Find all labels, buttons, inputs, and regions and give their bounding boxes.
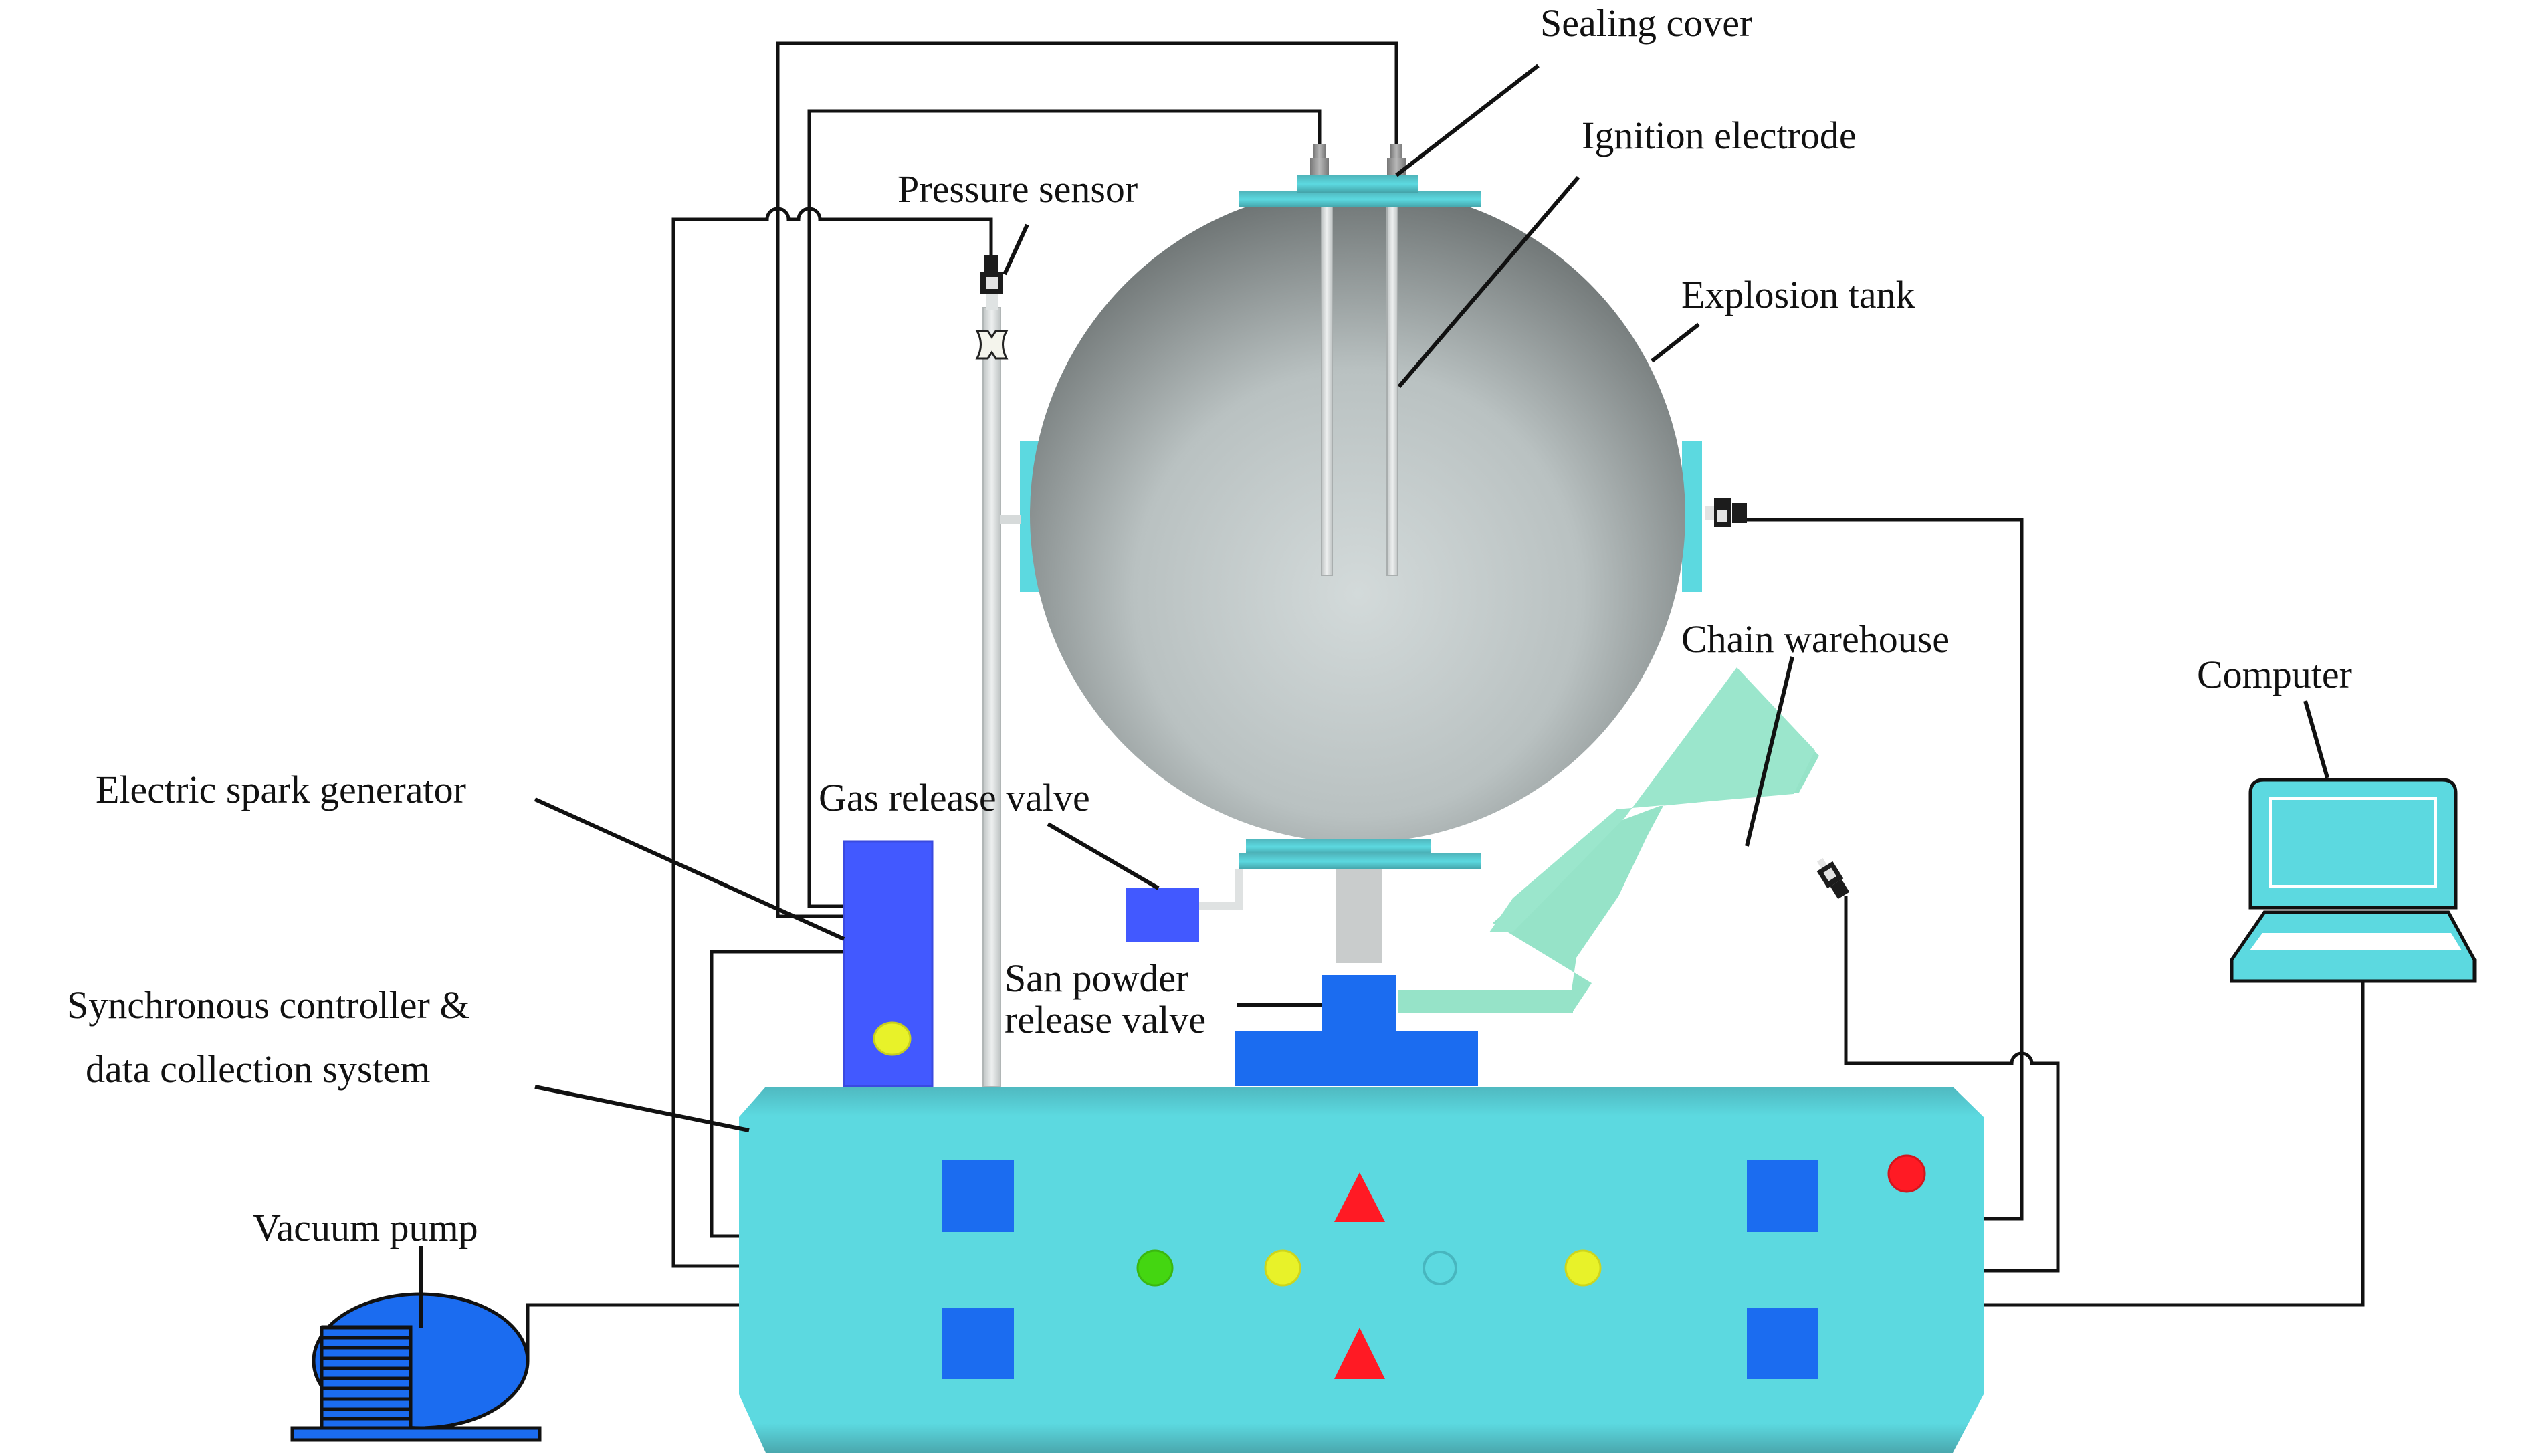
tank-bottom-flange-top <box>1246 839 1431 855</box>
tank-right-port <box>1682 441 1702 592</box>
controller-button-top-left[interactable] <box>942 1160 1014 1232</box>
wire-electrode-right <box>776 41 1398 918</box>
label-gas-release-valve: Gas release valve <box>819 776 1090 819</box>
pipe-valve-icon <box>975 330 1009 360</box>
wire-chain-sensor <box>1844 896 2060 1273</box>
wire-spark-controller <box>710 950 844 1238</box>
label-computer: Computer <box>2197 653 2352 696</box>
indicator-light-off <box>1423 1251 1457 1285</box>
cover-connector-left-top <box>1313 144 1326 159</box>
controller-button-top-right[interactable] <box>1747 1160 1818 1232</box>
wire-vacuum-pump <box>526 1303 739 1361</box>
wire-computer <box>1984 976 2365 1307</box>
sealing-cover-top <box>1297 175 1418 193</box>
tank-side-sensor <box>1705 498 1747 527</box>
indicator-light-green <box>1136 1249 1174 1287</box>
label-sealing-cover: Sealing cover <box>1540 1 1752 45</box>
indicator-light-yellow-1 <box>1264 1249 1301 1287</box>
laptop-screen <box>2248 778 2458 910</box>
controller-triangle-bottom <box>1334 1328 1385 1379</box>
label-electric-spark-generator: Electric spark generator <box>96 768 466 811</box>
label-synchronous-line2: data collection system <box>86 1047 430 1091</box>
synchronous-controller <box>739 1087 1984 1453</box>
label-san-powder-line2: release valve <box>1005 998 1206 1041</box>
chain-sensor <box>1816 858 1850 900</box>
indicator-light-yellow-2 <box>1564 1249 1602 1287</box>
label-explosion-tank: Explosion tank <box>1681 273 1915 316</box>
pressure-pipe <box>982 307 1001 1087</box>
vacuum-pump <box>290 1292 542 1442</box>
label-ignition-electrode: Ignition electrode <box>1582 114 1857 157</box>
wire-pressure-sensor <box>671 207 993 1268</box>
pressure-pipe-branch <box>1000 515 1021 524</box>
gas-release-valve <box>1126 869 1243 942</box>
label-pressure-sensor: Pressure sensor <box>898 167 1138 211</box>
label-san-powder-line1: San powder <box>1005 956 1188 1000</box>
controller-triangle-top <box>1334 1172 1385 1222</box>
san-powder-release-valve <box>1322 975 1396 1031</box>
explosion-tank <box>1020 144 1702 963</box>
cover-connector-right-top <box>1390 144 1402 159</box>
controller-button-bottom-right[interactable] <box>1747 1308 1818 1379</box>
label-synchronous-line1: Synchronous controller & <box>67 983 469 1027</box>
pressure-sensor-assembly <box>975 255 1021 1087</box>
spark-indicator-light <box>873 1021 912 1056</box>
electric-spark-generator <box>843 840 934 1087</box>
labels: Sealing cover Ignition electrode Pressur… <box>67 1 2352 1249</box>
wiring <box>526 41 2365 1361</box>
pump-base <box>290 1426 542 1442</box>
wire-electrode-left <box>807 109 1322 908</box>
controller-button-bottom-left[interactable] <box>942 1308 1014 1379</box>
tank-support-column <box>1336 869 1382 963</box>
tank-sphere <box>1030 187 1685 843</box>
san-powder-valve-base <box>1235 1031 1478 1086</box>
chain-feed-pipe <box>1398 990 1573 1013</box>
ignition-electrode-right <box>1386 203 1398 576</box>
wire-tank-sensor <box>1747 518 2024 1221</box>
chain-warehouse <box>1398 667 1850 1013</box>
label-vacuum-pump: Vacuum pump <box>253 1206 478 1249</box>
tank-bottom-flange <box>1239 853 1481 869</box>
cover-connector-left-base <box>1310 158 1329 175</box>
controller-body <box>739 1087 1984 1453</box>
label-chain-warehouse: Chain warehouse <box>1681 617 1950 661</box>
computer <box>2230 778 2477 983</box>
leader-lines <box>419 64 2329 1328</box>
alarm-light-red <box>1887 1154 1926 1193</box>
pressure-sensor <box>984 255 998 272</box>
ignition-electrode-left <box>1321 203 1333 576</box>
sealing-cover-base <box>1239 191 1481 207</box>
gas-valve-pipe <box>1198 869 1243 910</box>
pump-fins <box>320 1326 413 1430</box>
